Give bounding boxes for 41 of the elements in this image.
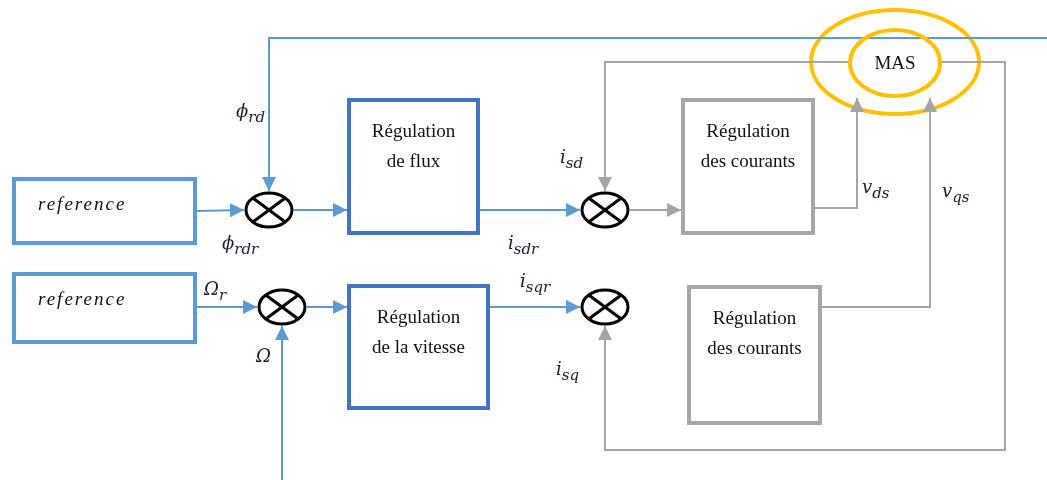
block-label: reference: [38, 193, 127, 215]
summing-junction: [257, 288, 307, 326]
regulator-block: [347, 284, 490, 410]
reference-block: [12, 177, 197, 245]
signal-arrow: [293, 203, 348, 217]
edge-label: i$_{sd}$: [560, 146, 584, 172]
block-label: Régulation des courants: [699, 119, 797, 174]
block-label: reference: [38, 288, 127, 310]
signal-arrow: [489, 300, 581, 314]
regulator-block: [681, 98, 815, 235]
edge-label: i$_{sqr}$: [520, 270, 551, 296]
signal-arrow: [275, 325, 289, 480]
signal-arrow: [306, 300, 348, 314]
regulator-block: [347, 98, 480, 235]
edge-label: ϕ$_{rdr}$: [222, 232, 259, 258]
motor-ellipse: [848, 28, 942, 98]
edge-label: Ω: [256, 345, 271, 366]
signal-arrow: [814, 97, 864, 209]
signal-arrow: [196, 300, 258, 314]
signal-arrow: [821, 97, 937, 308]
edge-label: i$_{sdr}$: [508, 232, 539, 258]
edge-label: Ω$_{r}$: [204, 278, 227, 304]
edge-label: ϕ$_{rd}$: [236, 100, 266, 126]
regulator-block: [687, 285, 822, 425]
summing-junction: [580, 191, 630, 229]
block-label: Régulation des courants: [706, 306, 803, 361]
signal-arrow: [196, 203, 245, 218]
edge-label: v$_{qs}$: [942, 180, 970, 206]
signal-arrow: [262, 37, 1047, 192]
signal-arrow: [598, 61, 1006, 451]
block-label: Régulation de la vitesse: [371, 305, 466, 360]
signal-arrow: [629, 203, 682, 217]
block-label: Régulation de flux: [370, 119, 457, 174]
edge-label: i$_{sq}$: [556, 358, 580, 384]
motor-label: MAS: [874, 52, 916, 74]
summing-junction: [244, 191, 294, 229]
summing-junction: [580, 288, 630, 326]
edge-label: v$_{ds}$: [862, 176, 890, 202]
signal-arrow: [479, 203, 581, 217]
reference-block: [12, 272, 197, 344]
signal-arrow: [598, 61, 849, 192]
